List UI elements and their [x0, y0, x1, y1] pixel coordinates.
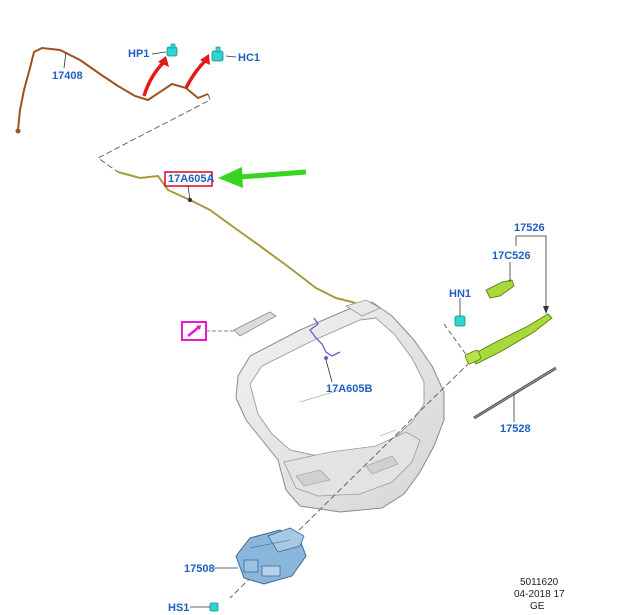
- leader-17408: [63, 51, 67, 69]
- callout-17508: 17508: [184, 563, 215, 575]
- leader-arrow-17526: [543, 306, 549, 314]
- red-arrow-hp1: [142, 60, 166, 97]
- wiper-cover-17C526: [485, 279, 515, 299]
- pencil-icon: [181, 321, 207, 341]
- highlight-box-17A605A: [164, 171, 213, 187]
- red-arrow-hc1: [184, 58, 208, 89]
- hose-clip-17A605B: [324, 356, 328, 360]
- callout-17528: 17528: [500, 423, 531, 435]
- footer-ref-line3: GE: [530, 601, 545, 612]
- leader-17A605B: [325, 359, 333, 383]
- leader-hp1: [151, 51, 167, 55]
- wire-harness-17408: [17, 46, 209, 131]
- callout-hn1: HN1: [449, 288, 472, 300]
- routing-dash-line: [97, 93, 211, 173]
- callout-17C526: 17C526: [492, 250, 531, 262]
- screw-hs1: [209, 602, 219, 612]
- callout-17A605B: 17A605B: [326, 383, 373, 395]
- washer-hose-17A605A: [117, 171, 365, 307]
- leader-17A605A: [187, 185, 191, 201]
- wiper-blade-17528: [473, 366, 557, 420]
- wiper-arm-17526: [464, 313, 553, 365]
- nut-hn1: [454, 315, 466, 327]
- red-arrowhead-hc1: [200, 54, 210, 65]
- callout-hs1: HS1: [168, 602, 190, 614]
- callout-17A605A: 17A605A: [168, 173, 215, 185]
- footer-ref-line2: 04-2018 17: [514, 589, 565, 600]
- leader-hc1: [225, 55, 237, 58]
- callout-hc1: HC1: [238, 52, 261, 64]
- connector-hp1: [166, 43, 178, 57]
- connector-hc1: [211, 46, 224, 62]
- green-arrowhead: [218, 167, 243, 188]
- red-arrowhead-hp1: [158, 56, 169, 67]
- leader-17526: [516, 235, 547, 310]
- green-arrow-shaft: [239, 169, 307, 180]
- callout-17526: 17526: [514, 222, 545, 234]
- callout-17408: 17408: [52, 70, 83, 82]
- callout-hp1: HP1: [128, 48, 150, 60]
- harness-end-plug: [15, 128, 21, 134]
- wiper-motor-17508: [235, 527, 307, 585]
- footer-ref-line1: 5011620: [520, 577, 559, 588]
- trim-bracket: [233, 311, 277, 337]
- hose-17A605B: [309, 317, 341, 357]
- liftgate: [235, 299, 445, 513]
